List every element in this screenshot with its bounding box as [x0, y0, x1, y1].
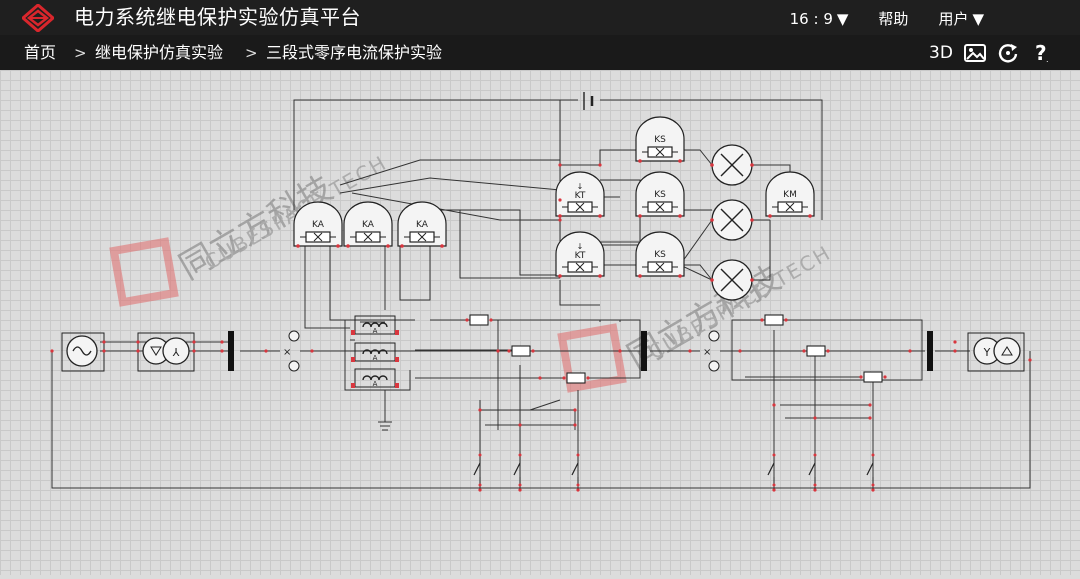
signal-lamp-2[interactable] [709, 199, 755, 241]
transformer-right-icon[interactable]: Y [967, 332, 1025, 372]
resistor-3[interactable] [561, 372, 591, 384]
svg-text:×: × [703, 347, 711, 358]
current-transformer-3[interactable]: A [350, 368, 400, 389]
relay-ka-2[interactable]: KA [343, 201, 393, 249]
relay-km[interactable]: KM [765, 171, 815, 219]
resistor-4[interactable] [759, 314, 789, 326]
image-icon[interactable] [963, 42, 987, 64]
breadcrumb-separator: > [245, 44, 258, 62]
help-label: 帮助 [878, 10, 909, 28]
arrow-down-icon: ↓ [577, 242, 584, 251]
relay-label: KS [654, 190, 666, 200]
app-logo-icon [22, 4, 54, 32]
relay-label: KS [654, 135, 666, 145]
svg-text:?: ? [1035, 42, 1047, 64]
help-menu[interactable]: 帮助 [878, 8, 908, 29]
relay-ks-2[interactable]: KS [635, 171, 685, 219]
current-transformer-2[interactable]: A [350, 342, 400, 363]
terminal-dots [50, 163, 1032, 492]
help-icon[interactable]: ?. [1030, 42, 1054, 64]
wiring [51, 99, 1031, 490]
arrow-down-icon: ↓ [577, 182, 584, 191]
breadcrumb: 首页 > 继电保护仿真实验 > 三段式零序电流保护实验 3D ?. [0, 35, 1080, 70]
relay-label: KT [575, 251, 586, 261]
breadcrumb-level1[interactable]: 继电保护仿真实验 [95, 43, 224, 62]
relay-label: KA [362, 220, 375, 230]
resistor-2[interactable] [506, 345, 536, 357]
relay-kt-2[interactable]: KT ↓ [555, 231, 605, 279]
aspect-ratio-dropdown[interactable]: 16 : 9 ▼ [790, 8, 849, 29]
view-3d-button[interactable]: 3D [929, 43, 953, 63]
circuit-diagram: 同立方科技 CUBESPACE TECH 同立方科技 CUBESPACE TEC… [50, 92, 1032, 492]
svg-text:⅄: ⅄ [173, 346, 180, 359]
battery-icon [583, 92, 594, 110]
relay-label: KS [654, 250, 666, 260]
top-menu: 16 : 9 ▼ 帮助 用户 ▼ [760, 8, 984, 29]
caret-down-icon: ▼ [836, 9, 849, 28]
svg-text:.: . [1046, 55, 1049, 64]
svg-text:Y: Y [983, 346, 991, 359]
relay-ka-1[interactable]: KA [293, 201, 343, 249]
resistor-5[interactable] [801, 345, 831, 357]
breadcrumb-separator: > [74, 44, 87, 62]
signal-lamp-1[interactable] [709, 144, 755, 186]
relay-ka-3[interactable]: KA [397, 201, 447, 249]
breadcrumb-home[interactable]: 首页 [24, 43, 57, 62]
relay-kt-1[interactable]: KT ↓ [555, 171, 605, 219]
caret-down-icon: ▼ [972, 9, 984, 28]
ct-label: A [373, 327, 378, 335]
ct-label: A [373, 354, 378, 362]
relay-label: KA [312, 220, 325, 230]
app-title: 电力系统继电保护实验仿真平台 [74, 5, 361, 29]
resistor-6[interactable] [858, 371, 888, 383]
resistor-1[interactable] [464, 314, 494, 326]
ct-label: A [373, 380, 378, 388]
busbar-right [927, 331, 933, 371]
generator-icon[interactable] [61, 332, 105, 372]
refresh-icon[interactable] [996, 42, 1020, 64]
circuit-breaker-1[interactable]: × [283, 330, 300, 372]
busbar-left [228, 331, 234, 371]
aspect-ratio-label: 16 : 9 [789, 9, 833, 28]
simulation-canvas[interactable]: 同立方科技 CUBESPACE TECH 同立方科技 CUBESPACE TEC… [0, 70, 1080, 575]
svg-text:×: × [283, 347, 291, 358]
top-bar: 电力系统继电保护实验仿真平台 16 : 9 ▼ 帮助 用户 ▼ [0, 0, 1080, 35]
relay-label: KA [416, 220, 429, 230]
busbar-middle [641, 331, 647, 371]
relay-label: KT [575, 191, 586, 201]
current-transformer-1[interactable]: A [350, 315, 400, 336]
relay-ks-3[interactable]: KS [635, 231, 685, 279]
relay-ks-1[interactable]: KS [635, 116, 685, 164]
circuit-breaker-2[interactable]: × [703, 330, 720, 372]
user-dropdown[interactable]: 用户 ▼ [938, 8, 984, 29]
transformer-left-icon[interactable]: ⅄ [137, 332, 195, 372]
user-label: 用户 [938, 10, 969, 28]
breadcrumb-level2: 三段式零序电流保护实验 [266, 43, 443, 62]
relay-label: KM [783, 190, 797, 200]
